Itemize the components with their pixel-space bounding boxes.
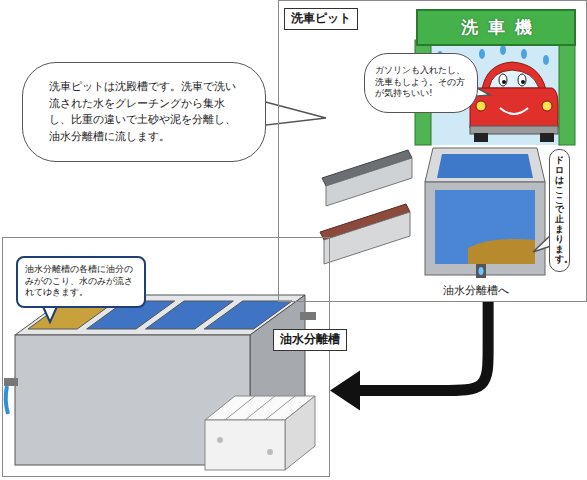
pit-front xyxy=(425,182,545,275)
water-drop xyxy=(500,45,506,55)
photo-tank-side xyxy=(285,396,315,470)
callout-bubble: 油水分離槽の各槽に油分のみがのこり、水のみが流されてゆきます。 xyxy=(16,256,146,308)
callout-bubble: ドロはここで止まります。 xyxy=(549,149,570,272)
photo-tank-wall xyxy=(245,396,275,420)
water-chamber xyxy=(204,301,292,329)
water-drop xyxy=(521,49,527,59)
section-panel: 油水分離槽油水分離槽の各槽に油分のみがのこり、水のみが流されてゆきます。 xyxy=(2,237,330,477)
machine-sign: 洗車機 xyxy=(416,9,576,46)
panel-heading: 油水分離槽 xyxy=(273,329,347,351)
photo-tank-front xyxy=(205,420,285,470)
car-pupil xyxy=(502,80,506,84)
node-text: ガソリンも入れたし、洗車もしよう。その方が気持ちいい! xyxy=(375,65,467,100)
arrow-shaft xyxy=(354,302,488,391)
flow-arrow xyxy=(330,302,488,411)
car-headlight xyxy=(476,101,486,111)
car-smile xyxy=(500,108,528,114)
pit-water-surface xyxy=(437,154,533,178)
node-text: 洗車機 xyxy=(418,16,574,38)
trough-body xyxy=(324,212,410,264)
node-text: ドロはここで止まります。 xyxy=(555,156,564,265)
water-drop xyxy=(479,267,484,275)
pit-rim xyxy=(425,148,545,182)
photo-tank-port xyxy=(217,437,223,443)
arrow-head xyxy=(330,371,360,411)
car-headlight xyxy=(542,101,552,111)
inlet-pipe xyxy=(300,312,316,320)
speech-bubble: ガソリンも入れたし、洗車もしよう。その方が気持ちいい! xyxy=(364,53,478,113)
node-text: 洗車ピットは沈殿槽です。洗車で洗い流された水をグレーチングから集水し、比重の違い… xyxy=(49,79,239,145)
photo-tank-wall xyxy=(265,396,295,420)
car-eye xyxy=(499,74,507,86)
outlet-pipe xyxy=(4,378,18,386)
flow-label: 油水分離槽へ xyxy=(443,283,509,298)
water-drop xyxy=(479,49,485,59)
water-drop xyxy=(543,55,549,65)
pit-water xyxy=(435,190,535,264)
machine-pillar xyxy=(559,40,575,145)
trough-body xyxy=(326,158,412,206)
car-wheel xyxy=(540,133,554,142)
car-wheel xyxy=(474,133,488,142)
section-panel: 洗車ピット 洗車機ガソリンも入れたし、洗車もしよう。その方が気持ちいい! ドロはここ… xyxy=(278,0,587,302)
car-windshield xyxy=(489,70,539,88)
car-bumper xyxy=(470,126,558,134)
outflow-water xyxy=(6,386,8,414)
pit-sludge xyxy=(468,239,535,264)
photo-tank-wall xyxy=(225,396,255,420)
node-text: 油水分離槽の各槽に油分のみがのこり、水のみが流されてゆきます。 xyxy=(25,264,137,299)
panel-heading: 洗車ピット xyxy=(284,8,358,30)
car-roof xyxy=(482,62,546,90)
pit-outlet xyxy=(476,264,486,278)
photo-tank-port xyxy=(267,449,273,455)
bubble-tail xyxy=(258,100,326,126)
speech-bubble: 洗車ピットは沈殿槽です。洗車で洗い流された水をグレーチングから集水し、比重の違い… xyxy=(22,62,266,162)
car-eye xyxy=(518,74,526,86)
car-pupil xyxy=(521,80,525,84)
